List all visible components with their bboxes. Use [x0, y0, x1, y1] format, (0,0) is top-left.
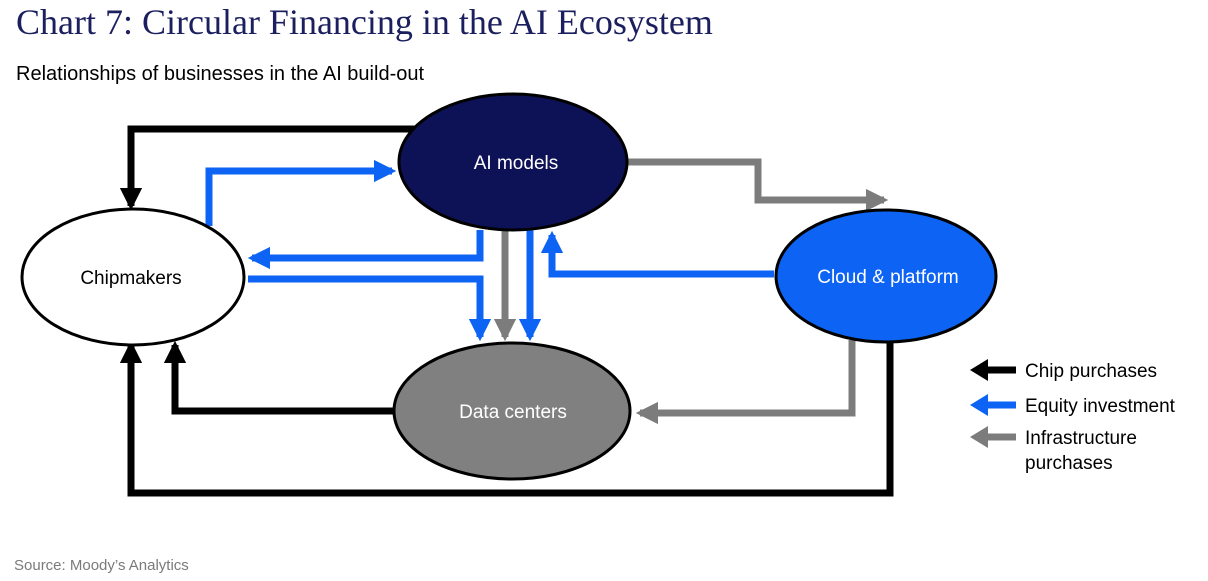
node-data-centers-label: Data centers	[459, 402, 567, 423]
infra-arrow-ai-to-cloud	[628, 158, 889, 212]
legend-item-chip-purchases: Chip purchases	[970, 359, 1157, 382]
equity-arrow-chipmakers-to-ai	[205, 159, 397, 226]
legend-chip-label: Chip purchases	[1025, 361, 1157, 382]
equity-arrow-ai-to-chipmakers	[247, 230, 484, 270]
node-cloud-platform: Cloud & platform	[774, 208, 998, 344]
chip-purchase-arrow-ai-to-chipmakers	[119, 125, 420, 211]
legend-infra-label-line2: purchases	[1025, 453, 1113, 474]
legend-item-infrastructure: Infrastructure purchases	[970, 426, 1137, 474]
equity-arrow-cloud-to-ai	[540, 230, 774, 278]
node-ai-models: AI models	[397, 92, 629, 232]
legend-equity-label: Equity investment	[1025, 396, 1176, 417]
legend-item-equity-investment: Equity investment	[970, 394, 1176, 417]
equity-arrow-chipmakers-to-datacenters	[248, 275, 492, 342]
infra-arrow-cloud-to-datacenters	[635, 340, 856, 425]
chip-purchase-arrow-cloud-to-chipmakers	[119, 340, 894, 497]
source-note: Source: Moody’s Analytics	[14, 557, 189, 574]
node-chipmakers-label: Chipmakers	[80, 268, 181, 289]
chart-subtitle: Relationships of businesses in the AI bu…	[16, 63, 425, 85]
chip-purchase-arrow-datacenters-to-chipmakers	[163, 340, 395, 415]
node-ai-models-label: AI models	[474, 153, 558, 174]
node-chipmakers: Chipmakers	[20, 207, 246, 347]
chart-title: Chart 7: Circular Financing in the AI Ec…	[16, 2, 713, 42]
legend-infra-label-line1: Infrastructure	[1025, 428, 1137, 449]
legend: Chip purchases Equity investment Infrast…	[970, 359, 1176, 474]
node-cloud-platform-label: Cloud & platform	[817, 267, 959, 288]
node-data-centers: Data centers	[392, 341, 632, 481]
